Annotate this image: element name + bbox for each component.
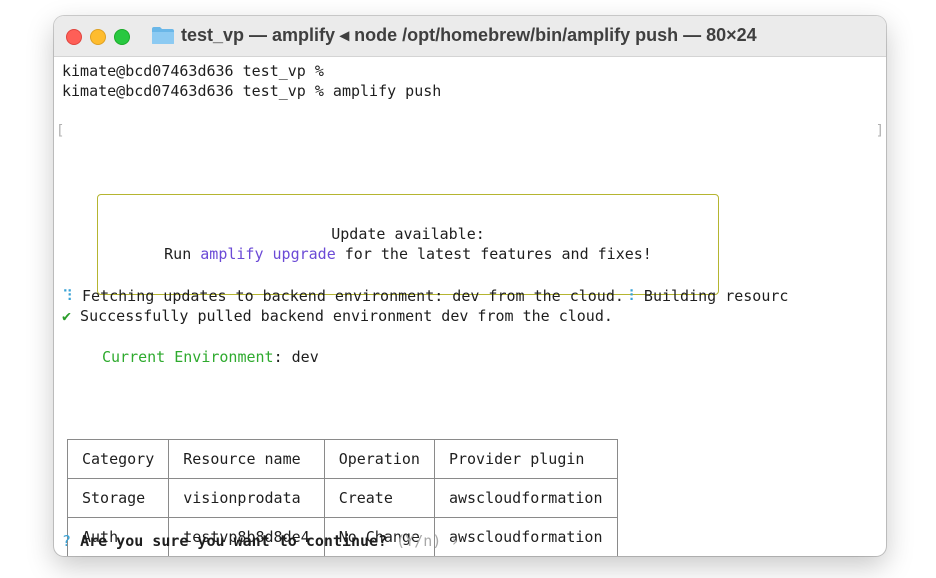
command-line: kimate@bcd07463d636 test_vp % amplify pu… [62, 82, 442, 100]
checkmark-icon: ✔ [62, 307, 72, 325]
table-header-cell: Provider plugin [433, 439, 618, 479]
table-cell: visionprodata [168, 478, 325, 518]
question-mark-icon: ? [62, 532, 72, 550]
table-cell: Auth [66, 517, 170, 556]
environment-line: Current Environment: dev [102, 347, 319, 367]
spinner-icon: ⠸ [623, 287, 635, 305]
spinner-icon: ⠹ [62, 287, 73, 305]
title-bar[interactable]: test_vp — amplify ◂ node /opt/homebrew/b… [54, 16, 886, 57]
table-cell: awscloudformation [433, 517, 618, 556]
table-cell: Create [323, 478, 435, 518]
build-text: Building resourc [634, 287, 789, 305]
upgrade-command: amplify upgrade [200, 245, 336, 263]
fetch-status-line: ⠹ Fetching updates to backend environmen… [62, 286, 788, 306]
success-text: Successfully pulled backend environment … [71, 307, 613, 325]
table-header-cell: Category [66, 439, 170, 479]
environment-label: Current Environment [102, 348, 274, 366]
update-notice-box: Update available: Run amplify upgrade fo… [97, 194, 719, 295]
update-message: Run amplify upgrade for the latest featu… [98, 244, 718, 264]
line-mark-left: [ [56, 123, 65, 139]
update-suffix: for the latest features and fixes! [335, 245, 652, 263]
table-row: Auth testvp8b8d8de4 No Change awscloudfo… [66, 517, 618, 556]
table-header-cell: Operation [323, 439, 435, 479]
table-header-cell: Resource name [168, 439, 325, 479]
environment-value: : dev [273, 348, 319, 366]
update-prefix: Run [164, 245, 201, 263]
update-title: Update available: [331, 225, 485, 243]
line-mark-right: ] [875, 123, 884, 139]
table-row: Storage visionprodata Create awscloudfor… [66, 478, 618, 518]
confirm-prompt[interactable]: ? Are you sure you want to continue? (Y/… [62, 531, 459, 551]
zoom-button[interactable] [114, 29, 130, 45]
terminal-window: test_vp — amplify ◂ node /opt/homebrew/b… [54, 16, 886, 556]
window-title: test_vp — amplify ◂ node /opt/homebrew/b… [181, 25, 757, 45]
table-header-row: Category Resource name Operation Provide… [66, 439, 618, 479]
prompt-question: Are you sure you want to continue? [80, 532, 388, 550]
close-button[interactable] [66, 29, 82, 45]
minimize-button[interactable] [90, 29, 106, 45]
table-cell: awscloudformation [433, 478, 618, 518]
table-cell: Storage [66, 478, 170, 518]
success-line: ✔ Successfully pulled backend environmen… [62, 306, 613, 326]
table-cell: testvp8b8d8de4 [168, 517, 325, 556]
table-cell: No Change [323, 517, 435, 556]
folder-icon [152, 27, 174, 44]
resource-table: Category Resource name Operation Provide… [66, 439, 618, 556]
fetch-text: Fetching updates to backend environment:… [73, 287, 624, 305]
terminal-content[interactable]: kimate@bcd07463d636 test_vp % kimate@bcd… [54, 57, 886, 556]
prompt-line: kimate@bcd07463d636 test_vp % [62, 62, 324, 80]
prompt-hint: (Y/n) › [396, 532, 460, 550]
